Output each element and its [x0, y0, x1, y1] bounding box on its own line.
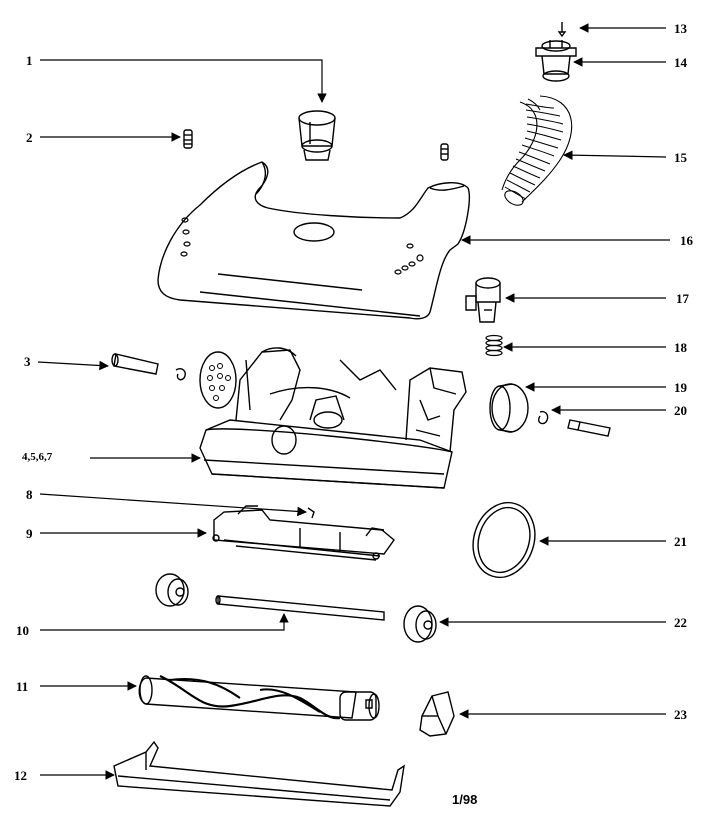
part-16-hood — [158, 162, 469, 319]
part-19-wheel — [490, 384, 528, 432]
part-14-swivel-fitting — [536, 40, 576, 81]
callout-19: 19 — [674, 380, 687, 395]
part-9-bottom-plate — [213, 506, 394, 560]
callout-2: 2 — [26, 130, 33, 145]
part-2-screw — [184, 130, 448, 160]
part-8-clip — [308, 508, 314, 518]
leader-1 — [40, 60, 327, 103]
callout-3: 3 — [24, 354, 31, 369]
part-10-rod — [216, 596, 384, 620]
part-15-corrugated-hose — [502, 96, 572, 208]
part-13-clip — [559, 22, 565, 36]
callout-8: 8 — [26, 487, 33, 502]
callout-14: 14 — [674, 55, 687, 70]
part-3-shaft — [112, 354, 185, 380]
leader-15 — [563, 150, 666, 160]
part-22-end-cap — [404, 606, 436, 642]
callout-23: 23 — [674, 707, 687, 722]
part-23-elbow — [420, 692, 454, 736]
callout-20: 20 — [674, 403, 687, 418]
callout-13: 13 — [674, 21, 687, 36]
callout-17: 17 — [676, 291, 689, 306]
callout-22: 22 — [674, 615, 687, 630]
callout-11: 11 — [16, 679, 29, 694]
callout-9: 9 — [26, 526, 33, 541]
callout-18: 18 — [674, 340, 687, 355]
leader-3 — [38, 360, 109, 371]
part-4567-base-assembly — [200, 348, 466, 488]
left-end-cap — [156, 574, 188, 606]
callout-12: 12 — [14, 768, 27, 783]
part-20-axle — [539, 412, 610, 436]
callout-16: 16 — [680, 233, 693, 248]
part-18-spring — [486, 336, 502, 356]
callout-15: 15 — [674, 150, 687, 165]
callout-21: 21 — [674, 534, 687, 549]
callout-4567: 4,5,6,7 — [22, 451, 53, 463]
part-21-belt — [464, 495, 545, 586]
part-11-brushroll — [139, 676, 379, 720]
part-17-valve — [466, 278, 500, 322]
callout-10: 10 — [16, 623, 29, 638]
part-12-bumper — [114, 742, 404, 806]
leader-lines — [38, 23, 670, 780]
leader-8 — [40, 494, 307, 517]
leader-10 — [40, 613, 289, 630]
part-1-hose-connector — [299, 111, 335, 160]
date-code: 1/98 — [452, 792, 478, 807]
callout-1: 1 — [26, 53, 33, 68]
